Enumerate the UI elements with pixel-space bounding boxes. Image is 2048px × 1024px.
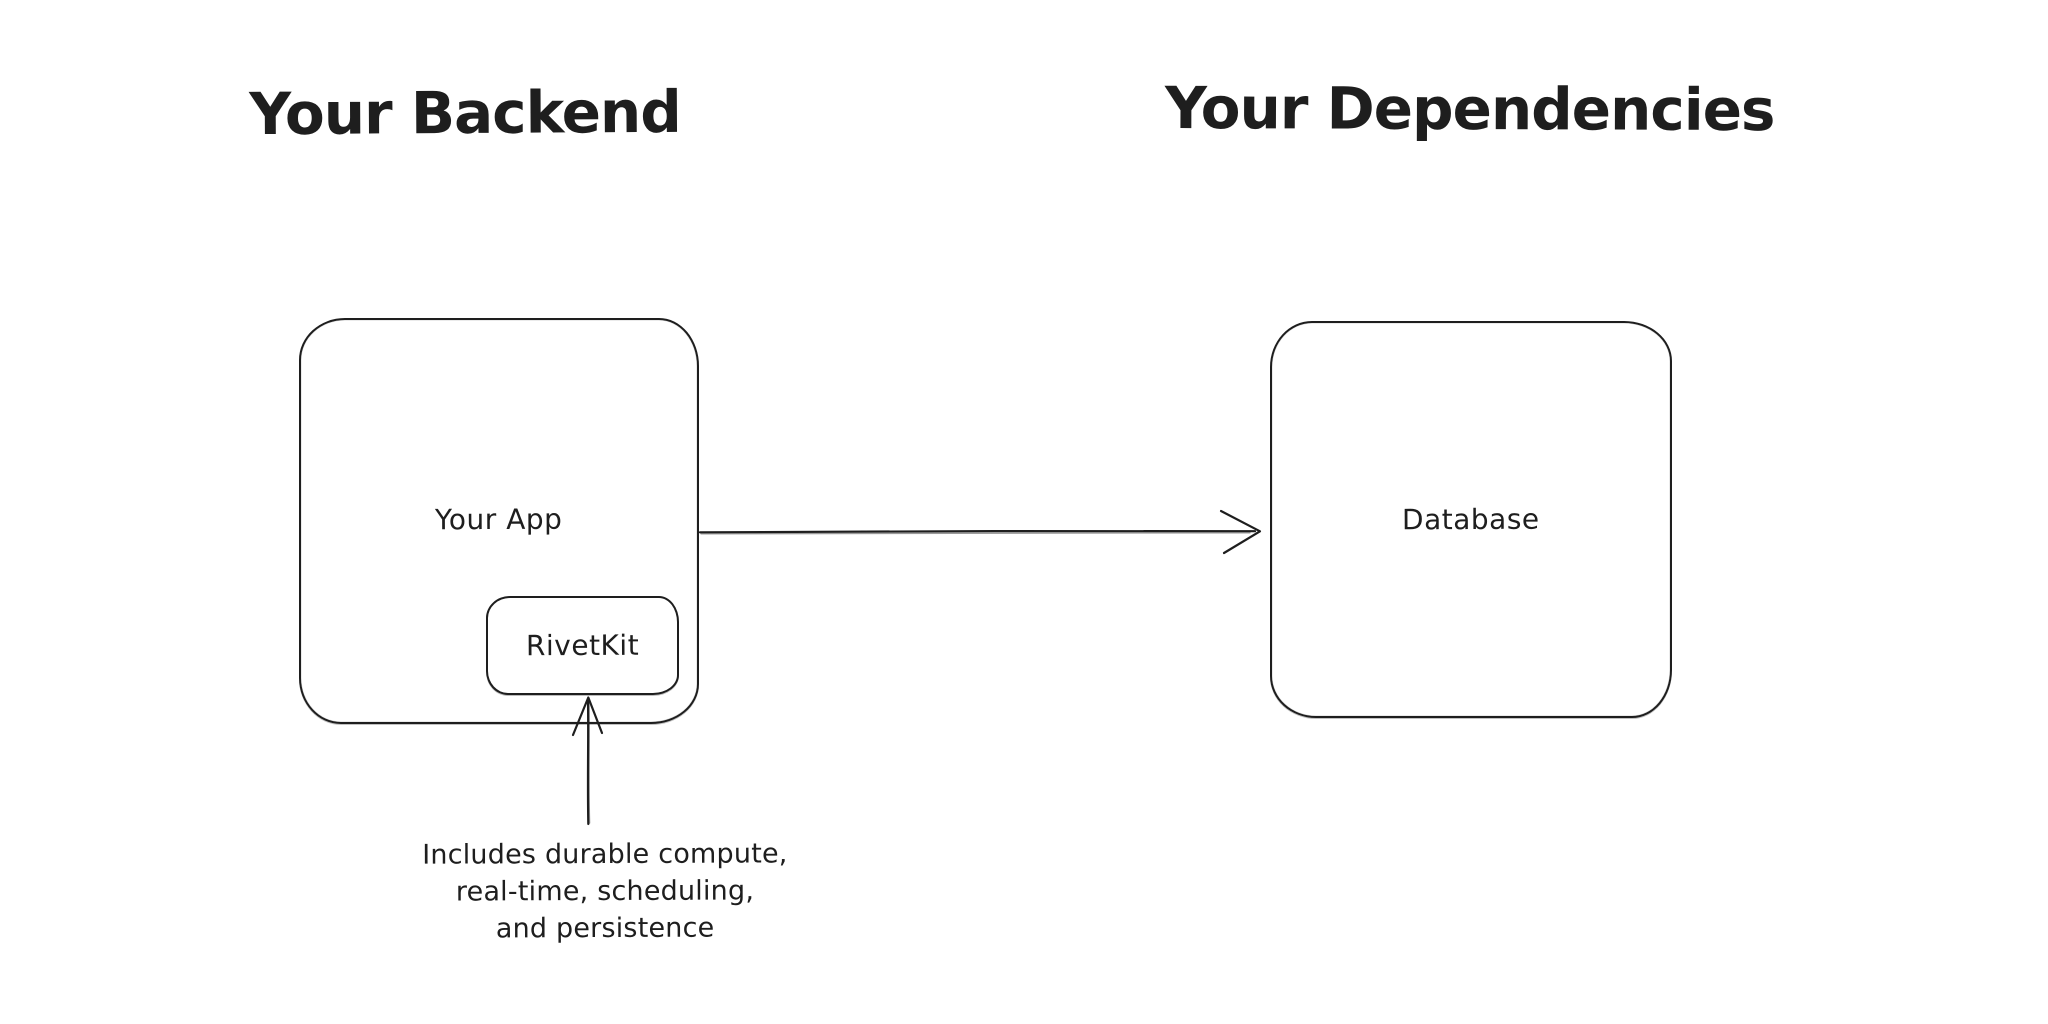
database-node-label: Database (1402, 502, 1540, 537)
annotation-line-3: and persistence (495, 912, 715, 945)
rivetkit-node-label: RivetKit (525, 628, 640, 663)
database-node-box: Database (1270, 321, 1672, 718)
app-node-label: Your App (435, 502, 563, 537)
app-to-database-arrow (698, 509, 1262, 555)
backend-section-title: Your Backend (249, 77, 681, 149)
rivetkit-annotation: Includes durable compute, real-time, sch… (405, 835, 805, 947)
annotation-line-1: Includes durable compute, (422, 838, 788, 871)
dependencies-section-title: Your Dependencies (1164, 73, 1775, 145)
app-node-box: Your App (299, 318, 699, 724)
annotation-line-2: real-time, scheduling, (455, 875, 755, 908)
rivetkit-node-box: RivetKit (486, 596, 679, 695)
